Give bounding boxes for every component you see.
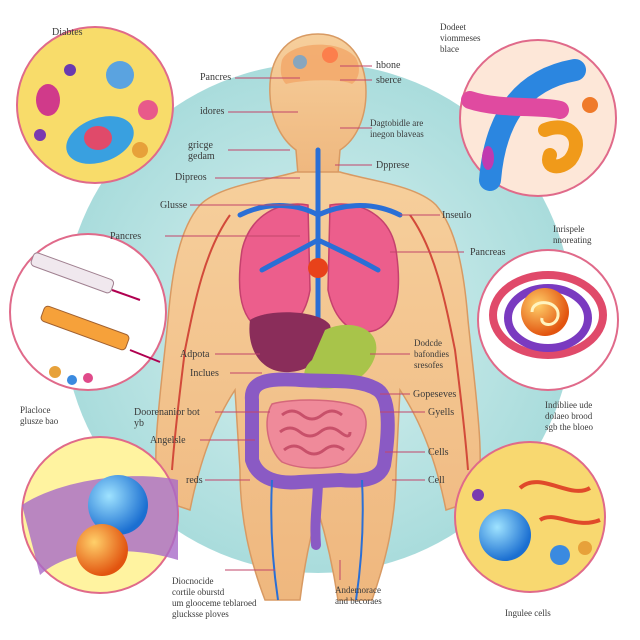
label-andemorace: Andemorace and becoraes [335,585,382,606]
label-placloce: Placloce glusze bao [20,405,59,426]
cell-shape [36,84,60,116]
label-diabetes: Diabtes [52,27,83,38]
label-hbone: hbone [376,60,401,71]
label-pancreas-right: Pancreas [470,247,506,258]
orange-mass [521,288,569,336]
inset-circle [16,26,174,184]
label-glusse: Glusse [160,200,188,211]
label-inguee-cells: Ingulee cells [505,608,551,618]
human-body [155,33,481,601]
label-adpota: Adpota [180,349,210,360]
label-pancrees-top: Pancres [200,72,232,83]
cell-shape [34,129,46,141]
ring [504,284,592,352]
label-gricge: gricge gedam [188,140,215,162]
swirl [530,301,560,326]
label-dpprese: Dpprese [376,160,410,171]
pink-tube [461,91,569,119]
inset-rings-right [477,249,619,391]
label-gyelis: Gyells [428,407,455,418]
blue-cell [479,509,531,561]
label-indibliee: Indibliee ude dolaeo brood sgb the bloeo [545,400,593,432]
label-dooreranior: Doorenanior bot yb [134,407,200,429]
inset-circle [454,441,606,593]
cell-shape [472,489,484,501]
arm-vessels [171,214,469,471]
liver [249,312,332,373]
syringe-2 [40,305,130,351]
label-pancres-left: Pancres [110,231,142,242]
blue-sphere [88,475,148,535]
label-gopeseves: Gopeseves [413,389,457,400]
brain-spot [322,47,338,63]
heart [308,258,328,278]
blue-vessel [237,147,403,333]
label-angelsle: Angelsle [150,435,186,446]
cell-shape [106,61,134,89]
stomach [304,324,377,389]
label-reds: reds [186,475,203,486]
label-sberce: sberce [376,75,402,86]
colon-tail [310,475,323,550]
brain-spot [293,55,307,69]
leg-vessels [270,479,364,601]
label-diocnodide: Diocnocide cortile oburstd um glooceme t… [172,576,257,619]
needle-2 [129,349,161,363]
inset-cells-top-left [16,26,174,184]
bead [49,366,61,378]
bead [83,373,93,383]
bead [67,375,77,385]
label-cell: Cell [428,475,445,486]
cell-shape [64,64,76,76]
cell-shape [482,146,494,170]
inset-tubes-top-right [459,39,617,197]
inset-syringes-left [9,233,167,391]
inset-cells-bottom-right [454,441,606,593]
label-dodcde: Dodcde bafondies sresofes [414,338,449,370]
cell-shape [582,97,598,113]
leader-lines [165,65,464,580]
label-dipreos: Dipreos [175,172,207,183]
cell-shape [550,545,570,565]
label-dagtobidle: Dagtobidle are inegon blaveas [370,118,424,139]
cell-shape [84,126,112,150]
label-incluos: Inclues [190,368,219,379]
intestine-coils [279,409,352,456]
label-inseulo: Inseulo [442,210,472,221]
label-cells-mid: Cells [428,447,449,458]
inset-circle [9,233,167,391]
needle-1 [111,289,141,301]
large-intestine [244,372,395,490]
ring [489,271,607,359]
cell-shape [578,541,592,555]
brain [280,44,359,84]
label-idores: idores [200,106,225,117]
label-inrispele: Inrispele nnoreating [553,224,592,245]
label-top-right: Dodeet viommeses blace [440,22,481,54]
cell-shape [138,100,158,120]
red-strand [518,480,592,493]
cell-shape [132,142,148,158]
right-lung [327,203,400,333]
red-strand [538,515,601,525]
inset-blobs-bottom-left [21,436,179,594]
orange-sphere [76,524,128,576]
orange-tube [538,120,583,174]
syringe-1 [30,252,115,294]
